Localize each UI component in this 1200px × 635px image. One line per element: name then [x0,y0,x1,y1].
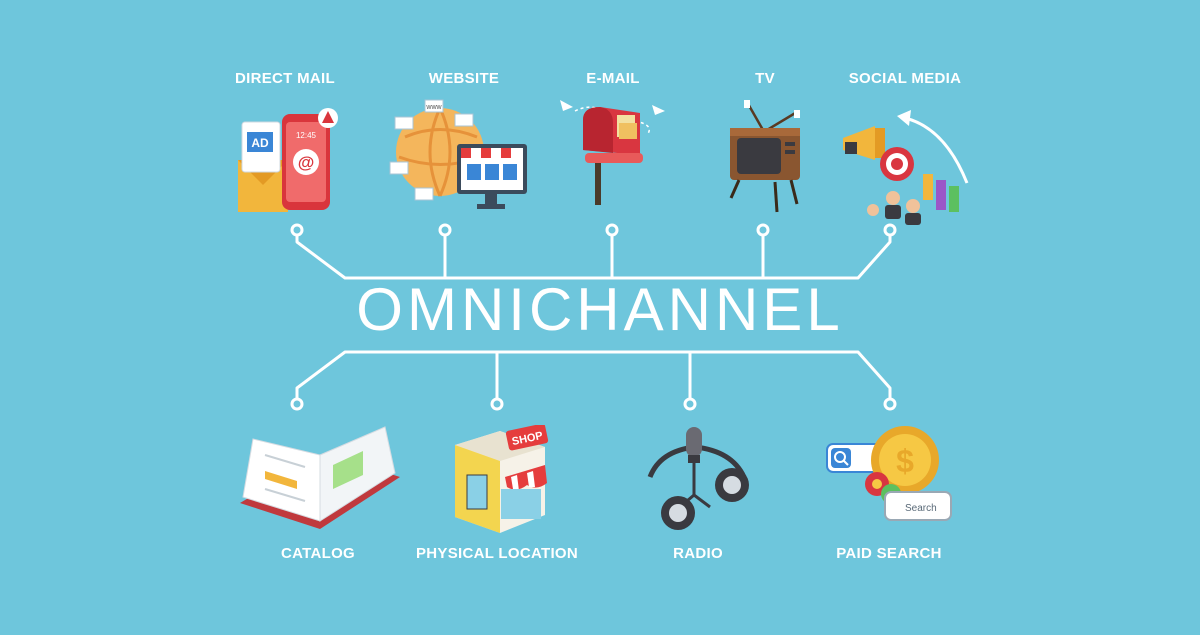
node-tv [756,223,770,237]
label-email: E-MAIL [586,70,640,87]
node-paid-search [883,397,897,411]
omnichannel-title: OMNICHANNEL [356,276,844,343]
label-paid-search: PAID SEARCH [836,545,942,562]
top-connector-rail [295,229,892,280]
direct-mail-icon: AD 12:45 @ [238,108,338,212]
label-radio: RADIO [673,545,723,562]
at-sign-text: @ [298,153,315,172]
node-email [605,223,619,237]
phone-time-text: 12:45 [296,131,317,140]
tv-icon [729,100,800,213]
label-physical-location: PHYSICAL LOCATION [415,545,579,562]
node-direct-mail [290,223,304,237]
social-media-icon [843,110,969,225]
search-box-text: Search [905,503,937,514]
label-tv: TV [755,70,775,87]
website-icon: www [389,99,527,209]
paid-search-icon: $ Search [826,426,952,521]
catalog-icon [240,426,400,529]
label-catalog: CATALOG [280,545,356,562]
shop-icon: SHOP [455,425,549,533]
bottom-connector-rail [295,350,892,402]
node-radio [683,397,697,411]
www-text: www [425,104,442,111]
label-social-media: SOCIAL MEDIA [848,70,962,87]
dollar-sign-text: $ [896,443,914,479]
label-direct-mail: DIRECT MAIL [235,70,335,87]
label-website: WEBSITE [428,70,500,87]
microphone-headphones-icon [647,427,749,530]
node-catalog [290,397,304,411]
node-physical [490,397,504,411]
node-website [438,223,452,237]
ad-text: AD [251,136,269,150]
mailbox-icon [560,100,665,205]
node-social-media [883,223,897,237]
